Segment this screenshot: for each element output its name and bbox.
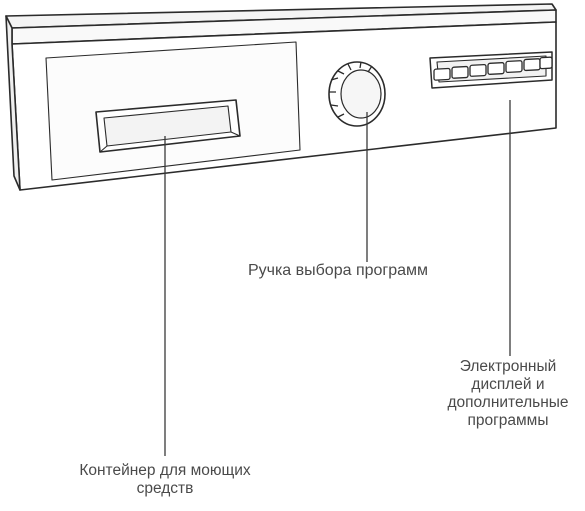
option-button [505,60,523,74]
option-button [539,56,553,70]
option-button [469,63,487,77]
program-buttons [433,56,553,81]
option-button [451,65,469,79]
leader-lines [164,100,511,456]
detergent-drawer-handle [95,99,241,153]
container-label: Контейнер для моющих средств [79,462,251,497]
display-label: Электронный дисплей и дополнительные про… [447,358,569,429]
control-panel [5,3,557,191]
option-button [523,58,541,72]
option-button [487,62,505,75]
option-button [433,67,451,81]
program-selector-knob [328,61,386,127]
knob-label: Ручка выбора программ [247,262,429,279]
